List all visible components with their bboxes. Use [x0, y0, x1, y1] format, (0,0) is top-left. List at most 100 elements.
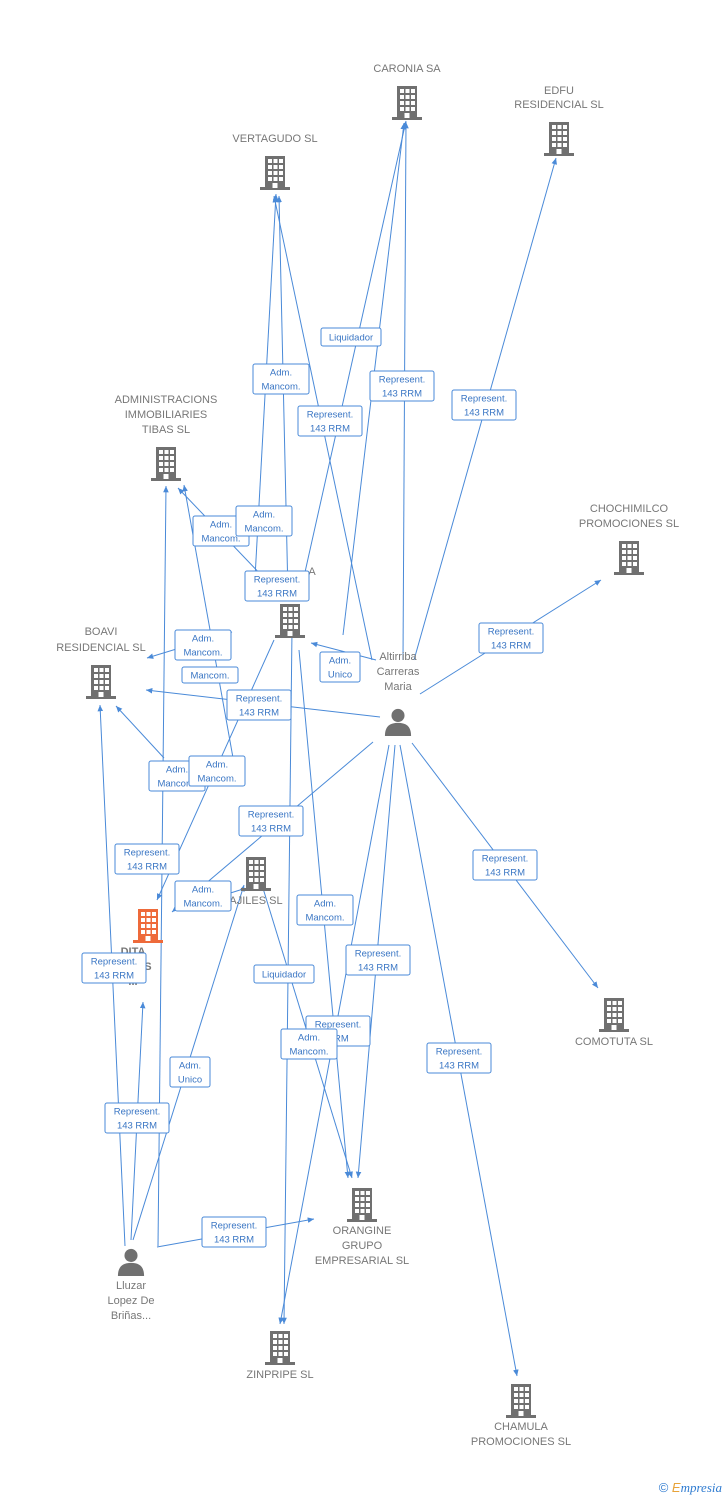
- building-icon: [599, 998, 629, 1032]
- company-node-center[interactable]: A: [275, 566, 316, 638]
- edge-label[interactable]: Adm.Mancom.: [296, 894, 354, 926]
- company-node-comotuta[interactable]: COMOTUTA SL: [575, 998, 653, 1048]
- edge-label[interactable]: Represent.143 RRM: [472, 849, 538, 881]
- node-label: GRUPO: [342, 1240, 383, 1252]
- node-label: PROMOCIONES SL: [471, 1436, 571, 1448]
- edge-label[interactable]: Represent.143 RRM: [226, 689, 292, 721]
- edge-label[interactable]: Adm.Unico: [169, 1056, 211, 1088]
- node-label: ADMINISTRACIONS: [115, 394, 218, 406]
- edge-label-text: Unico: [178, 1075, 202, 1086]
- edge-label[interactable]: Represent.143 RRM: [81, 952, 147, 984]
- person-icon: [384, 708, 412, 736]
- company-node-chamula[interactable]: CHAMULA PROMOCIONES SL: [471, 1384, 571, 1448]
- edge-label-box: [238, 805, 304, 837]
- edge-label-text: Represent.: [114, 1107, 160, 1118]
- edge-label-box: [369, 370, 435, 402]
- edge-label-text: 143 RRM: [251, 824, 291, 835]
- node-label: ZINPRIPE SL: [246, 1369, 313, 1381]
- edge-label-box: [478, 622, 544, 654]
- edge-label-text: 143 RRM: [127, 862, 167, 873]
- node-label: COMOTUTA SL: [575, 1036, 653, 1048]
- building-icon: [260, 156, 290, 190]
- edge-label-text: 143 RRM: [382, 389, 422, 400]
- node-label: CHAMULA: [494, 1421, 548, 1433]
- edge-label[interactable]: Adm.Unico: [319, 651, 361, 683]
- edge-label-text: Mancom.: [201, 534, 240, 545]
- edge-label-box: [81, 952, 147, 984]
- edge-label[interactable]: Adm. Mancom.: [174, 880, 232, 912]
- company-node-zinpripe[interactable]: ZINPRIPE SL: [246, 1331, 314, 1381]
- company-node-vertagudo[interactable]: VERTAGUDO SL: [232, 133, 318, 190]
- edge-label[interactable]: Adm.Mancom.: [174, 629, 232, 661]
- edge-label[interactable]: Adm.Mancom.: [188, 755, 246, 787]
- edge-label-text: Represent.: [488, 627, 534, 638]
- edge-label[interactable]: Represent.143 RRM: [345, 944, 411, 976]
- edge-label-box: [252, 363, 310, 395]
- person-icon: [117, 1248, 145, 1276]
- edge-label[interactable]: Represent.143 RRM: [238, 805, 304, 837]
- building-icon: [275, 604, 305, 638]
- node-label: A: [308, 566, 316, 578]
- edge-label-text: Adm.: [329, 656, 351, 667]
- edge-label[interactable]: Represent.143 RRM: [451, 389, 517, 421]
- node-label: Maria: [384, 681, 412, 693]
- edge-label-text: 143 RRM: [439, 1061, 479, 1072]
- edge-label-box: [174, 880, 232, 912]
- company-node-caronia[interactable]: CARONIA SA: [373, 63, 441, 120]
- building-icon: [614, 541, 644, 575]
- edge-label-text: 143 RRM: [214, 1235, 254, 1246]
- edge-label-text: Adm.: [298, 1033, 320, 1044]
- edge-label[interactable]: Represent.143 RRM: [369, 370, 435, 402]
- edge-label-text: Mancom.: [183, 899, 222, 910]
- edge-label-box: [244, 570, 310, 602]
- edge-label-box: [426, 1042, 492, 1074]
- building-icon: [86, 665, 116, 699]
- edge-label-text: Liquidador: [329, 333, 373, 344]
- edge-label[interactable]: Represent. 143 RRM: [297, 405, 363, 437]
- footer-brand[interactable]: © Empresia: [659, 1480, 722, 1496]
- edge-label-box: [472, 849, 538, 881]
- nodes-layer: CARONIA SA EDFU RESIDENCIAL SL VERTAGUDO SL…: [56, 63, 679, 1448]
- edge-label[interactable]: Adm.Mancom.: [235, 505, 293, 537]
- edge-label-text: Represent.: [315, 1020, 361, 1031]
- edge-label[interactable]: Liquidador: [320, 327, 382, 347]
- edge-label[interactable]: Represent.143 RRM: [244, 570, 310, 602]
- edge-label[interactable]: Represent. 143 RRM: [114, 843, 180, 875]
- empresia-logo-initial: E: [671, 1480, 681, 1495]
- edge-label-text: 143 RRM: [485, 868, 525, 879]
- node-label: RESIDENCIAL SL: [56, 642, 145, 654]
- edge-label[interactable]: Mancom.: [181, 666, 239, 684]
- edge-label-text: 143 RRM: [310, 424, 350, 435]
- edge-label-text: Mancom.: [183, 648, 222, 659]
- edge-label[interactable]: Adm.Mancom.: [252, 363, 310, 395]
- edge-label-text: Represent.: [307, 410, 353, 421]
- edge-label[interactable]: Represent.143 RRM: [104, 1102, 170, 1134]
- edge-label[interactable]: Liquidador: [253, 964, 315, 984]
- edge-label[interactable]: Represent.143 RRM: [478, 622, 544, 654]
- relation-edge: [115, 705, 165, 759]
- node-label: EDFU: [544, 85, 574, 97]
- edge-label-text: Represent.: [124, 848, 170, 859]
- copyright-icon: ©: [658, 1480, 669, 1495]
- edge-label[interactable]: Represent.143 RRM: [201, 1216, 267, 1248]
- edge-label[interactable]: Adm.Mancom.: [280, 1028, 338, 1060]
- edge-label-text: Adm.: [192, 885, 214, 896]
- edge-label-text: Mancom.: [190, 671, 229, 682]
- edge-label[interactable]: Represent.143 RRM: [426, 1042, 492, 1074]
- node-label: RESIDENCIAL SL: [514, 99, 603, 111]
- edge-label-box: [169, 1056, 211, 1088]
- empresia-logo-text: mpresia: [680, 1480, 722, 1495]
- edge-label-text: Represent.: [254, 575, 300, 586]
- company-node-edfu[interactable]: EDFU RESIDENCIAL SL: [514, 85, 604, 156]
- edge-label-box: [235, 505, 293, 537]
- edge-label-box: [181, 666, 239, 684]
- company-node-ajiles[interactable]: AJILES SL: [229, 857, 283, 907]
